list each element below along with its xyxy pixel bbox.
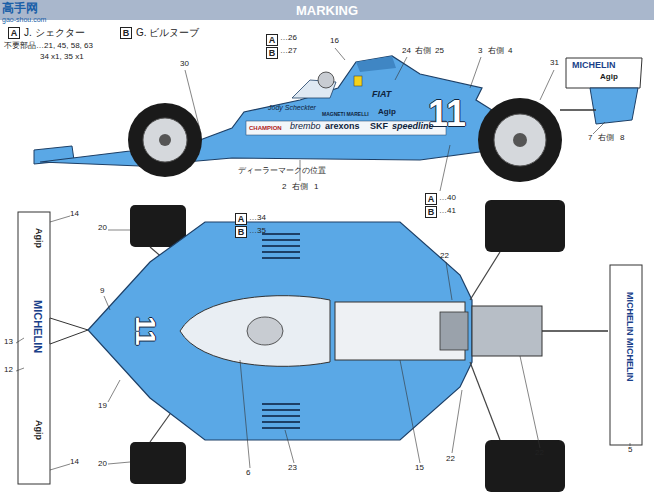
callout-number: …26 — [280, 34, 297, 43]
side-note: 右側 — [415, 47, 431, 56]
callout-number: 22 — [535, 449, 544, 458]
variant-name: G. ビルヌーブ — [136, 27, 199, 38]
unused-parts-note: 34 x1, 35 x1 — [40, 53, 84, 62]
callout-number: 20 — [98, 460, 107, 469]
callout-number: 19 — [98, 402, 107, 411]
callout-number: 13 — [4, 338, 13, 347]
callout-number: …40 — [439, 194, 456, 203]
callout-number: 24 — [402, 47, 411, 56]
variant-letter: B — [269, 49, 276, 58]
decal-text: brembo — [290, 122, 321, 132]
decal-text: MAGNETI MARELLI — [322, 112, 369, 118]
callout-number: …35 — [249, 227, 266, 236]
watermark: gao-shou.com — [2, 16, 46, 24]
variant-letter: A — [428, 195, 435, 204]
callout-number: 31 — [550, 59, 559, 68]
variant-box: A — [425, 193, 437, 205]
decal-text: CHAMPION — [249, 125, 282, 132]
variant-letter: A — [238, 215, 245, 224]
variant-letter: B — [428, 208, 435, 217]
variant-box: B — [266, 47, 278, 59]
callout-number: 2 — [282, 183, 286, 192]
watermark: 高手网 — [2, 2, 38, 15]
variant-name: J. シェクター — [24, 27, 85, 38]
variant-box: A — [8, 27, 20, 39]
decal-text: MICHELIN MICHELIN — [624, 292, 634, 382]
callout-number: …34 — [249, 214, 266, 223]
race-number: 11 — [129, 316, 160, 346]
decal-text: Agip — [600, 73, 618, 82]
variant-letter: A — [269, 36, 276, 45]
callout-number: 16 — [330, 37, 339, 46]
decal-text: SKF — [370, 122, 388, 132]
callout-number: 6 — [246, 469, 250, 478]
callout-number: 23 — [288, 464, 297, 473]
variant-box: A — [266, 34, 278, 46]
decal-text: FIAT — [372, 90, 391, 100]
decal-text: Agip — [33, 420, 43, 440]
race-number: 11 — [428, 94, 466, 134]
variant-letter: B — [238, 228, 245, 237]
decal-text: speedline — [392, 122, 434, 132]
callout-number: 20 — [98, 224, 107, 233]
variant-box: B — [425, 206, 437, 218]
callout-number: 14 — [70, 210, 79, 219]
callout-number: 22 — [446, 455, 455, 464]
variant-letter: A — [11, 29, 18, 38]
variant-box: A — [235, 213, 247, 225]
side-note: 右側 — [598, 134, 614, 143]
callout-number: 25 — [435, 47, 444, 56]
callout-number: 15 — [415, 464, 424, 473]
callout-number: …41 — [439, 207, 456, 216]
callout-number: 3 — [478, 47, 482, 56]
unused-parts-note: 不要部品…21, 45, 58, 63 — [4, 42, 93, 51]
callout-number: 14 — [70, 458, 79, 467]
callout-number: 9 — [100, 287, 104, 296]
side-note: 右側 — [488, 47, 504, 56]
variant-box: B — [120, 27, 132, 39]
decal-text: Agip — [378, 108, 396, 117]
decal-text: Agip — [33, 228, 43, 248]
callout-number: 7 — [588, 134, 592, 143]
variant-box: B — [235, 226, 247, 238]
decal-text: Jody Scheckter — [268, 104, 316, 112]
side-note: 右側 — [292, 183, 308, 192]
callout-number: 4 — [508, 47, 512, 56]
decal-text: MICHELIN — [572, 61, 616, 71]
callout-number: 22 — [440, 252, 449, 261]
variant-letter: B — [123, 29, 130, 38]
callout-number: 30 — [180, 60, 189, 69]
callout-number: 5 — [628, 446, 632, 455]
dealer-mark-note: ディーラーマークの位置 — [238, 167, 326, 176]
callout-number: 12 — [4, 366, 13, 375]
decal-text: arexons — [325, 122, 360, 132]
callout-number: 1 — [314, 183, 318, 192]
decal-text: MICHELIN — [32, 300, 44, 353]
callout-number: …27 — [280, 47, 297, 56]
callout-number: 8 — [620, 134, 624, 143]
sheet-title: MARKING — [296, 4, 358, 17]
